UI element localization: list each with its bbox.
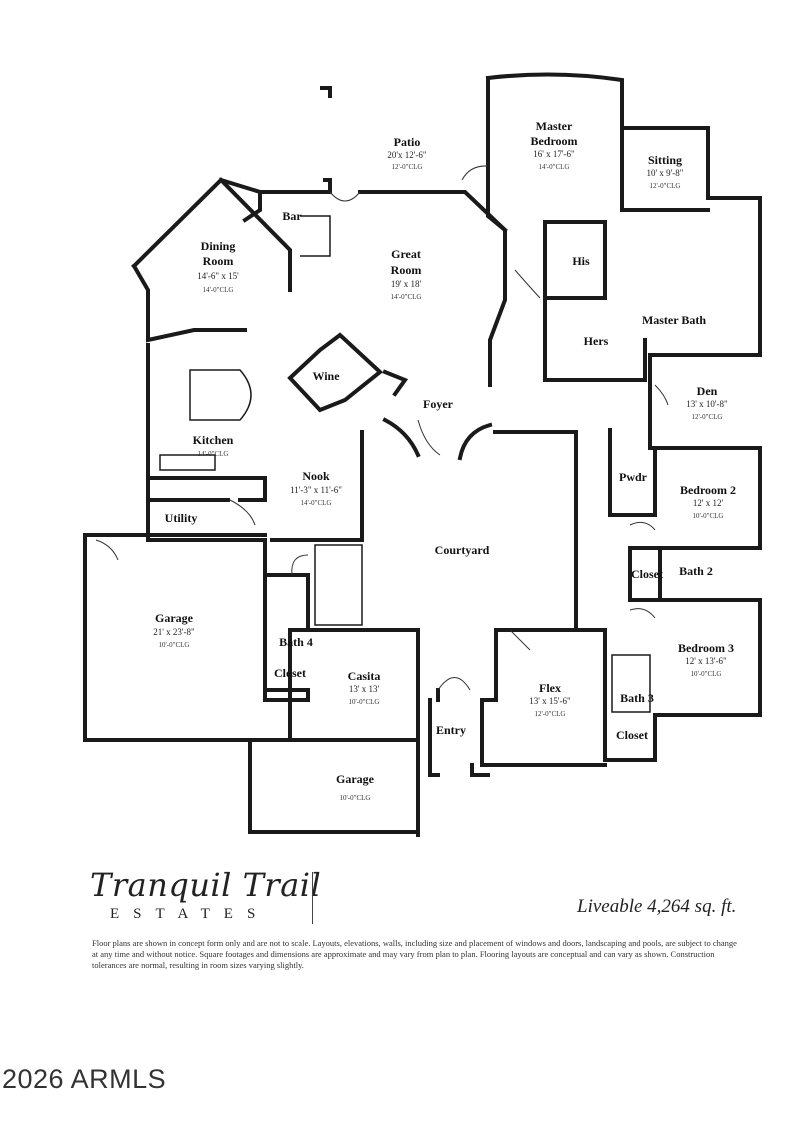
room-bedroom3: Bedroom 3 12' x 13'-6" 10'-0"CLG (678, 641, 734, 678)
room-casita: Casita 13' x 13' 10'-0"CLG (348, 669, 381, 706)
nook-dims: 11'-3" x 11'-6" (290, 485, 342, 495)
flex-dims: 13' x 15'-6" (529, 696, 571, 706)
liveable-area: Liveable 4,264 sq. ft. (577, 896, 737, 917)
bar-name: Bar (282, 209, 302, 223)
master-bedroom-name-1: Master (536, 119, 573, 133)
dining-name-1: Dining (201, 239, 236, 253)
bedroom3-clg: 10'-0"CLG (691, 670, 722, 678)
master-bedroom-name-2: Bedroom (530, 134, 577, 148)
walls (83, 72, 762, 837)
closet-bath4-name: Closet (274, 666, 306, 680)
room-labels: Patio 20'x 12'-6" 12'-0"CLG Master Bedro… (153, 119, 736, 802)
dining-dims: 14'-6" x 15' (197, 271, 239, 281)
patio-clg: 12'-0"CLG (392, 163, 423, 171)
bath4-name: Bath 4 (279, 635, 313, 649)
garage-main-name: Garage (155, 611, 194, 625)
sitting-dims: 10' x 9'-8" (647, 168, 684, 178)
den-name: Den (697, 384, 718, 398)
brand-title: Tranquil Trail (90, 866, 322, 904)
room-kitchen: Kitchen 14'-0"CLG (193, 433, 234, 458)
casita-clg: 10'-0"CLG (349, 698, 380, 706)
garage-main-dims: 21' x 23'-8" (153, 627, 195, 637)
nook-name: Nook (302, 469, 330, 483)
great-room-clg: 14'-0"CLG (391, 293, 422, 301)
garage-small-name: Garage (336, 772, 375, 786)
bedroom2-dims: 12' x 12' (693, 498, 724, 508)
room-great-room: Great Room 19' x 18' 14'-0"CLG (391, 247, 422, 301)
utility-name: Utility (165, 511, 198, 525)
casita-name: Casita (348, 669, 381, 683)
room-den: Den 13' x 10'-8" 12'-0"CLG (686, 384, 728, 421)
room-master-bedroom: Master Bedroom 16' x 17'-6" 14'-0"CLG (530, 119, 577, 171)
flex-clg: 12'-0"CLG (535, 710, 566, 718)
his-name: His (572, 254, 590, 268)
bedroom3-dims: 12' x 13'-6" (685, 656, 727, 666)
bath3-name: Bath 3 (620, 691, 654, 705)
copyright-watermark: 2026 ARMLS (2, 1064, 167, 1094)
bedroom2-name: Bedroom 2 (680, 483, 736, 497)
dining-clg: 14'-0"CLG (203, 286, 234, 294)
bath2-name: Bath 2 (679, 564, 713, 578)
foyer-name: Foyer (423, 397, 454, 411)
brand-divider (312, 872, 313, 924)
room-sitting: Sitting 10' x 9'-8" 12'-0"CLG (647, 153, 684, 190)
flex-name: Flex (539, 681, 561, 695)
patio-name: Patio (394, 135, 421, 149)
disclaimer-text: Floor plans are shown in concept form on… (92, 938, 737, 970)
garage-main-clg: 10'-0"CLG (159, 641, 190, 649)
hers-name: Hers (584, 334, 609, 348)
den-clg: 12'-0"CLG (692, 413, 723, 421)
room-nook: Nook 11'-3" x 11'-6" 14'-0"CLG (290, 469, 342, 507)
bedroom3-name: Bedroom 3 (678, 641, 734, 655)
garage-small-clg: 10'-0"CLG (340, 794, 371, 802)
room-dining: Dining Room 14'-6" x 15' 14'-0"CLG (197, 239, 239, 294)
kitchen-clg: 14'-0"CLG (198, 450, 229, 458)
brand-subtitle: ESTATES (110, 906, 270, 922)
sitting-clg: 12'-0"CLG (650, 182, 681, 190)
master-bedroom-dims: 16' x 17'-6" (533, 149, 575, 159)
dining-name-2: Room (203, 254, 234, 268)
closet-bedroom2-name: Closet (631, 567, 663, 581)
master-bath-name: Master Bath (642, 313, 706, 327)
great-room-name-1: Great (391, 247, 421, 261)
closet-bath3-name: Closet (616, 728, 648, 742)
courtyard-name: Courtyard (435, 543, 490, 557)
entry-name: Entry (436, 723, 466, 737)
great-room-name-2: Room (391, 263, 422, 277)
kitchen-name: Kitchen (193, 433, 234, 447)
room-garage-small: Garage 10'-0"CLG (336, 772, 375, 802)
master-bedroom-clg: 14'-0"CLG (539, 163, 570, 171)
doors (95, 165, 669, 691)
wine-name: Wine (312, 369, 340, 383)
bedroom2-clg: 10'-0"CLG (693, 512, 724, 520)
room-garage-main: Garage 21' x 23'-8" 10'-0"CLG (153, 611, 195, 649)
den-dims: 13' x 10'-8" (686, 399, 728, 409)
patio-dims: 20'x 12'-6" (387, 150, 426, 160)
sitting-name: Sitting (648, 153, 682, 167)
room-bedroom2: Bedroom 2 12' x 12' 10'-0"CLG (680, 483, 736, 520)
casita-dims: 13' x 13' (349, 684, 380, 694)
pwdr-name: Pwdr (619, 470, 648, 484)
room-flex: Flex 13' x 15'-6" 12'-0"CLG (529, 681, 571, 718)
room-patio: Patio 20'x 12'-6" 12'-0"CLG (387, 135, 426, 171)
nook-clg: 14'-0"CLG (301, 499, 332, 507)
great-room-dims: 19' x 18' (391, 279, 422, 289)
